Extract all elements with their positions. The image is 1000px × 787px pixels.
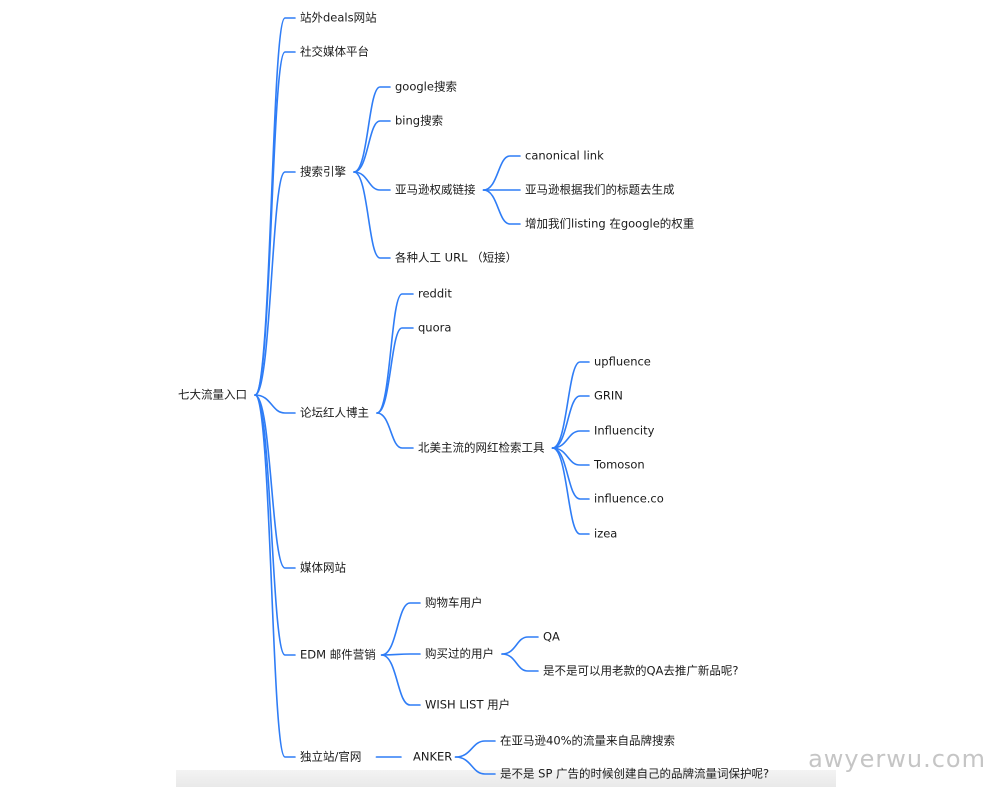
branch-node: 搜索引擎 — [300, 165, 346, 179]
leaf-node: Tomoson — [593, 458, 645, 472]
link-root-to-branch — [254, 51, 296, 396]
leaf-node: izea — [594, 527, 617, 541]
link-branch-to-child — [376, 412, 414, 449]
branch-node: EDM 邮件营销 — [300, 648, 376, 662]
link-root-to-branch — [254, 394, 296, 569]
leaf-node: 在亚马逊40%的流量来自品牌搜索 — [500, 734, 675, 748]
leaf-node: 是不是 SP 广告的时候创建自己的品牌流量词保护呢? — [500, 767, 769, 781]
link-branch-to-child — [353, 120, 391, 173]
link-child-to-leaf — [551, 361, 590, 449]
subbranch-node: reddit — [418, 287, 452, 301]
link-branch-to-child — [353, 171, 391, 259]
link-branch-to-child — [376, 327, 414, 414]
subbranch-node: quora — [418, 321, 451, 335]
branch-node: 媒体网站 — [300, 561, 346, 575]
branch-node: 站外deals网站 — [300, 11, 377, 25]
leaf-node: 增加我们listing 在google的权重 — [525, 217, 694, 231]
link-root-to-branch — [254, 171, 296, 396]
subbranch-node: 购物车用户 — [425, 596, 483, 610]
link-branch-to-child — [353, 86, 391, 173]
link-root-to-branch — [254, 394, 296, 758]
subbranch-node: ANKER — [413, 750, 452, 764]
leaf-node: upfluence — [594, 355, 651, 369]
subbranch-node: 北美主流的网红检索工具 — [418, 441, 545, 455]
link-child-to-leaf — [454, 740, 496, 758]
branch-node: 社交媒体平台 — [300, 45, 369, 59]
leaf-node: QA — [543, 630, 560, 644]
link-child-to-leaf — [501, 636, 539, 655]
subbranch-node: WISH LIST 用户 — [425, 698, 510, 712]
leaf-node: 亚马逊根据我们的标题去生成 — [525, 183, 675, 197]
link-child-to-leaf — [482, 189, 521, 225]
link-branch-to-child — [353, 171, 391, 191]
subbranch-node: 亚马逊权威链接 — [395, 183, 476, 197]
subbranch-node: bing搜索 — [395, 114, 443, 128]
leaf-node: GRIN — [594, 389, 623, 403]
link-root-to-branch — [254, 394, 296, 656]
leaf-node: Influencity — [594, 424, 655, 438]
link-child-to-leaf — [551, 430, 590, 449]
link-branch-to-child — [380, 654, 421, 706]
branch-node: 论坛红人博主 — [300, 406, 369, 420]
link-child-to-leaf — [482, 155, 521, 191]
link-branch-to-child — [380, 602, 421, 656]
root-node: 七大流量入口 — [178, 388, 247, 402]
link-child-to-leaf — [454, 756, 496, 775]
link-child-to-leaf — [551, 395, 590, 449]
screenshot-bottom-band — [176, 770, 836, 787]
link-root-to-branch — [254, 394, 296, 414]
leaf-node: canonical link — [525, 149, 604, 163]
link-root-to-branch — [254, 17, 296, 396]
link-child-to-leaf — [551, 447, 590, 500]
leaf-node: influence.co — [594, 492, 664, 506]
link-branch-to-child — [380, 653, 421, 656]
link-branch-to-child — [376, 293, 414, 414]
link-child-to-leaf — [551, 447, 590, 535]
subbranch-node: google搜索 — [395, 80, 457, 94]
subbranch-node: 购买过的用户 — [425, 647, 494, 661]
subbranch-node: 各种人工 URL （短接） — [395, 251, 517, 265]
branch-node: 独立站/官网 — [300, 750, 361, 764]
site-watermark: awyerwu.com — [808, 745, 986, 773]
link-child-to-leaf — [501, 653, 539, 672]
leaf-node: 是不是可以用老款的QA去推广新品呢? — [543, 664, 739, 678]
